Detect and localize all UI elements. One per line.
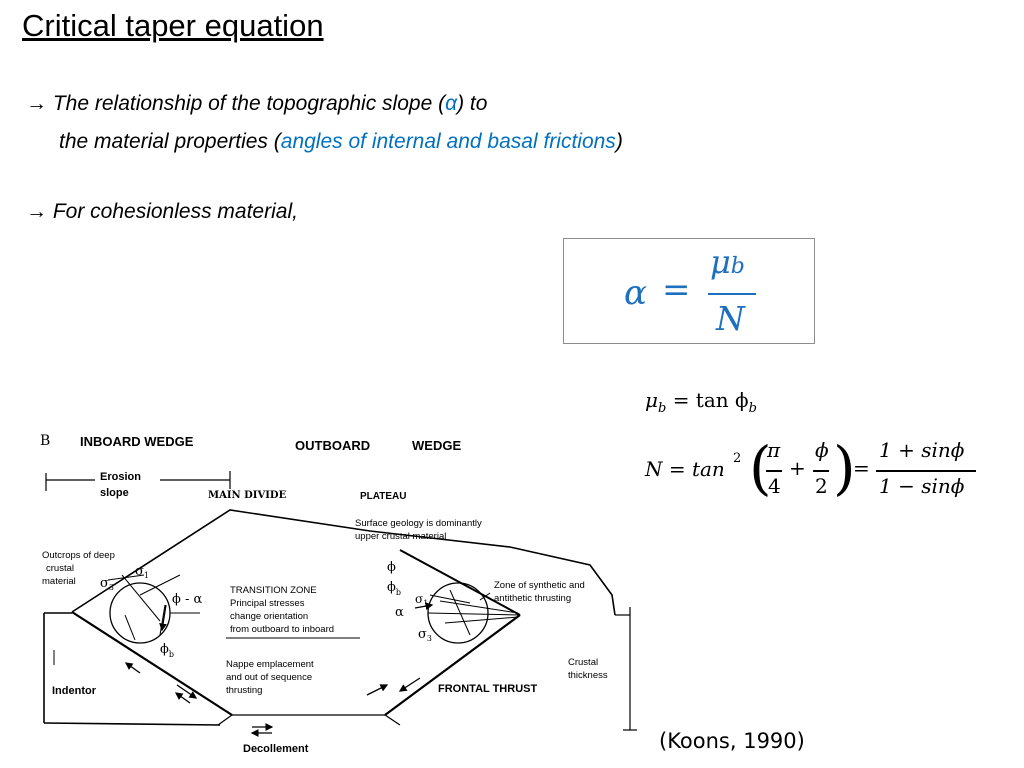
label-transition-1: Principal stresses	[230, 598, 305, 609]
phi-symbol: ϕ	[815, 438, 829, 462]
label-slope: slope	[100, 487, 129, 499]
bullet-text: the material properties (	[59, 130, 281, 153]
label-decollement: Decollement	[243, 743, 309, 755]
bullet-relationship-line1: → The relationship of the topographic sl…	[26, 92, 487, 116]
highlight-text: angles of internal and basal frictions	[280, 130, 616, 153]
label-outcrops-3: material	[42, 576, 76, 587]
two: 2	[815, 474, 828, 498]
fraction-bar	[766, 470, 782, 472]
N-tan: N = tan	[645, 457, 725, 481]
label-thickness: thickness	[568, 670, 608, 681]
label-transition-zone: TRANSITION ZONE	[230, 585, 317, 596]
label-sigma1-left: σ1	[135, 564, 149, 580]
label-sigma3-right: σ3	[418, 627, 432, 643]
label-sigma1-right: σ1	[415, 592, 428, 608]
equals: =	[853, 456, 870, 480]
pi-symbol: π	[767, 438, 781, 462]
wedge-outline	[43, 471, 637, 731]
label-transition-2: change orientation	[230, 611, 308, 622]
label-phi-b-right: ϕb	[387, 580, 401, 597]
superscript-2: 2	[733, 451, 742, 466]
tan-phi: = tan ϕ	[672, 388, 749, 412]
label-plateau: PLATEAU	[360, 491, 406, 502]
main-equation-box: α = μb N	[563, 238, 815, 344]
fraction-bar	[708, 293, 756, 295]
label-zone-synthetic-1: Zone of synthetic and	[494, 580, 585, 591]
label-phi-b-left: ϕb	[160, 642, 174, 659]
label-indentor: Indentor	[52, 685, 97, 697]
label-surface-geology-2: upper crustal material	[355, 531, 446, 542]
mu-symbol: μ	[710, 243, 731, 281]
bullet-text-end: ) to	[457, 92, 488, 115]
label-frontal-thrust: FRONTAL THRUST	[438, 683, 537, 695]
denominator: 1 − sinϕ	[879, 474, 965, 498]
bullet-cohesionless: → For cohesionless material,	[26, 200, 298, 224]
label-phi-minus-alpha: ϕ - α	[172, 592, 203, 607]
label-nappe-2: and out of sequence	[226, 672, 312, 683]
fraction-bar	[813, 470, 829, 472]
label-erosion: Erosion	[100, 471, 141, 483]
right-arrow-icon: →	[26, 200, 47, 223]
mu-subscript: b	[730, 254, 745, 279]
motion-arrows	[124, 602, 434, 737]
numerator: 1 + sinϕ	[879, 438, 965, 462]
right-paren: )	[833, 434, 856, 502]
label-inboard-wedge: INBOARD WEDGE	[80, 434, 194, 449]
label-phi-right: ϕ	[387, 560, 396, 575]
label-nappe-3: thrusting	[226, 685, 262, 696]
equation-mu-b: μb = tan ϕb	[645, 388, 757, 416]
label-crustal: Crustal	[568, 657, 598, 668]
equation-equals: =	[662, 270, 691, 310]
label-outcrops-2: crustal	[46, 563, 74, 574]
subscript: b	[748, 401, 757, 416]
bullet-relationship-line2: the material properties (angles of inter…	[59, 130, 623, 154]
subscript: b	[658, 401, 667, 416]
label-alpha: α	[395, 605, 404, 620]
equation-alpha: α	[624, 273, 647, 313]
equation-mu: μb	[710, 243, 745, 281]
plus: +	[789, 456, 806, 480]
wedge-diagram: B INBOARD WEDGE OUTBOARD WEDGE Erosion s…	[40, 433, 637, 755]
alpha-symbol: α	[445, 92, 458, 115]
left-paren: (	[749, 434, 772, 502]
label-zone-synthetic-2: antithetic thrusting	[494, 593, 571, 604]
page-title: Critical taper equation	[22, 8, 324, 43]
label-sigma3-left: σ3	[100, 576, 114, 592]
label-surface-geology-1: Surface geology is dominantly	[355, 518, 482, 529]
mu-symbol: μ	[645, 388, 658, 412]
equation-N: N	[716, 299, 745, 338]
panel-letter: B	[40, 433, 50, 449]
bullet-text: The relationship of the topographic slop…	[52, 92, 446, 115]
label-main-divide: MAIN DIVIDE	[208, 490, 287, 501]
four: 4	[768, 474, 781, 498]
fraction-bar	[876, 470, 976, 472]
label-wedge: WEDGE	[412, 438, 461, 453]
label-outcrops-1: Outcrops of deep	[42, 550, 115, 561]
right-arrow-icon: →	[26, 92, 47, 115]
label-transition-3: from outboard to inboard	[230, 624, 334, 635]
label-outboard: OUTBOARD	[295, 438, 370, 453]
citation: (Koons, 1990)	[659, 729, 805, 753]
bullet-text-end: )	[615, 130, 623, 153]
bullet-text: For cohesionless material,	[52, 200, 298, 223]
label-nappe-1: Nappe emplacement	[226, 659, 314, 670]
equation-N-block: N = tan 2 ( π 4 + ϕ 2 ) = 1 + sinϕ 1 − s…	[643, 432, 983, 512]
